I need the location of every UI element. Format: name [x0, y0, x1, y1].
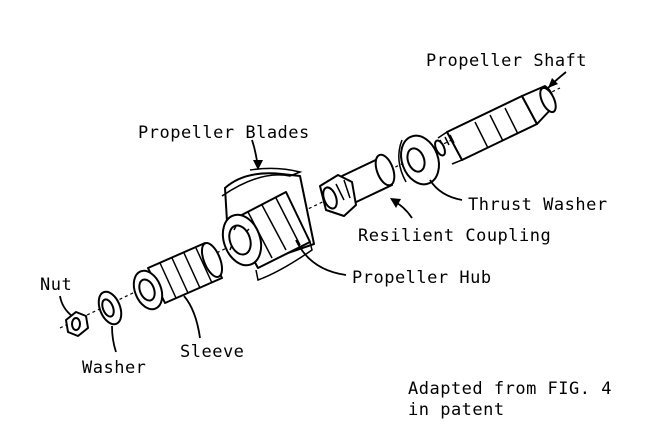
caption-line-1: Adapted from FIG. 4: [408, 379, 612, 399]
sleeve: [132, 242, 224, 311]
nut: [65, 311, 89, 337]
propeller-blades: [221, 167, 313, 282]
leader-lines: [59, 71, 567, 353]
caption-line-2: in patent: [408, 400, 505, 420]
washer: [97, 290, 123, 326]
label-propeller-hub: Propeller Hub: [352, 268, 492, 288]
label-propeller-blades: Propeller Blades: [138, 123, 310, 143]
label-thrust-washer: Thrust Washer: [468, 195, 608, 215]
label-nut: Nut: [40, 275, 72, 295]
label-propeller-shaft: Propeller Shaft: [426, 51, 587, 71]
label-sleeve: Sleeve: [180, 342, 244, 362]
label-washer: Washer: [82, 358, 146, 378]
thrust-washer: [398, 134, 440, 186]
propeller-hub: [221, 172, 315, 269]
propeller-shaft: [434, 85, 557, 165]
resilient-coupling: [319, 153, 396, 217]
label-resilient-coupling: Resilient Coupling: [358, 226, 551, 246]
